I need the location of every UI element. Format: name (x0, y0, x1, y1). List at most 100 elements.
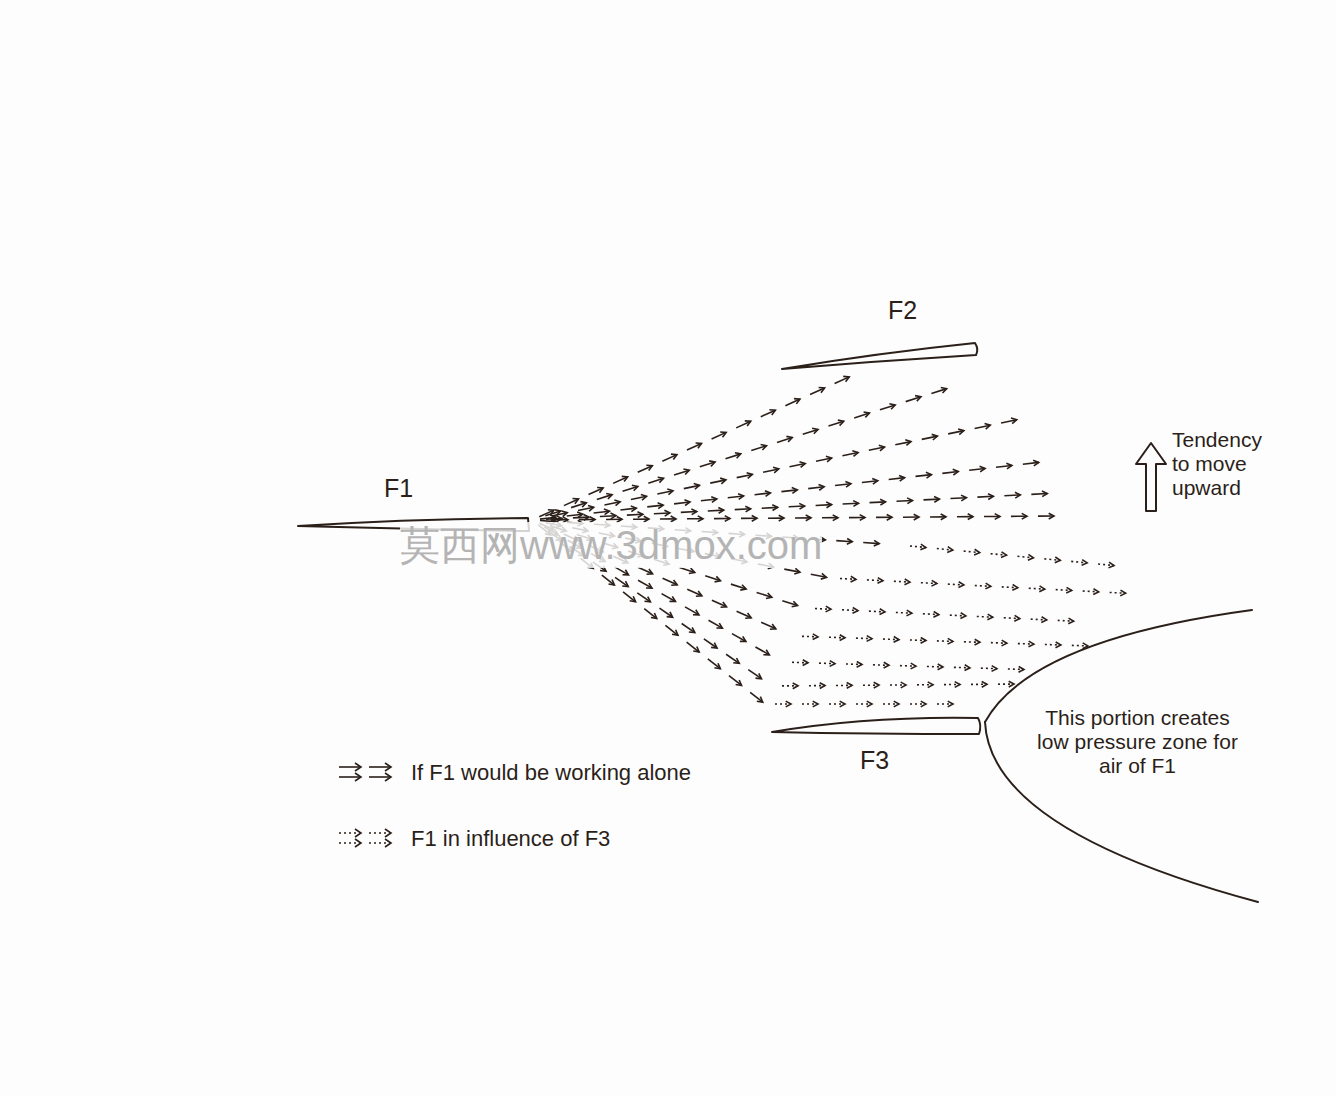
arrow-shaft (659, 608, 672, 617)
dotted-arrow (1008, 666, 1024, 672)
solid-arrow (735, 506, 751, 512)
arrow-head (745, 421, 751, 426)
solid-arrow (571, 502, 586, 508)
arrow-head (646, 583, 652, 588)
arrow-head (905, 440, 911, 446)
arrow-head (1068, 618, 1073, 624)
arrow-shaft (712, 432, 727, 439)
arrow-head (819, 485, 825, 491)
arrow-head (735, 453, 741, 458)
solid-arrow (790, 462, 806, 468)
solid-arrow (602, 575, 615, 585)
arrow-head (1066, 587, 1071, 593)
arrow-head (1120, 590, 1125, 596)
arrow-head (901, 682, 906, 688)
dotted-arrow (977, 614, 993, 620)
solid-arrow (597, 493, 612, 499)
dotted-arrow (1083, 589, 1099, 595)
swatch-arrow-head (385, 839, 391, 847)
solid-arrow (810, 388, 825, 395)
dotted-arrow (836, 683, 852, 689)
arrow-head (838, 420, 844, 425)
solid-arrow (714, 516, 730, 522)
solid-arrow (763, 467, 779, 473)
dotted-arrow (910, 701, 926, 707)
swatch-arrow (369, 766, 391, 768)
solid-arrow (889, 475, 905, 481)
dotted-arrow (867, 578, 883, 584)
arrow-shaft (613, 477, 628, 484)
solid-arrow (1038, 513, 1054, 519)
legend-text: If F1 would be working alone (411, 760, 691, 786)
arrow-shaft (810, 388, 825, 395)
arrow-head (672, 630, 678, 636)
blade-label: F3 (860, 746, 889, 775)
solid-arrow (663, 578, 678, 585)
solid-arrow (631, 495, 647, 501)
swatch-arrow-head (385, 763, 391, 771)
arrow-head (736, 680, 742, 686)
solid-arrow (589, 487, 604, 494)
swatch-arrow (339, 766, 361, 768)
arrow-shaft (662, 455, 677, 462)
solid-arrow (737, 473, 753, 479)
arrow-head (597, 487, 603, 492)
solid-arrow (931, 387, 946, 393)
solid-arrow (811, 573, 827, 579)
solid-arrow (916, 472, 932, 478)
arrow-shaft (729, 676, 742, 686)
arrow-head (1033, 460, 1039, 466)
dotted-arrow (869, 609, 885, 615)
solid-arrow (659, 608, 672, 617)
dotted-arrow (1110, 590, 1126, 596)
arrow-head (840, 635, 845, 641)
solid-arrow (757, 592, 772, 598)
solid-arrow (842, 451, 858, 457)
arrow-head (884, 662, 889, 668)
arrow-shaft (589, 488, 604, 495)
arrow-head (906, 610, 911, 616)
watermark: 莫西网www.3dmox.com (400, 522, 822, 568)
arrow-head (763, 650, 769, 655)
arrow-head (630, 596, 636, 602)
arrow-head (864, 412, 870, 417)
arrow-head (683, 469, 689, 474)
solid-arrow (762, 505, 778, 511)
arrow-head (980, 466, 986, 472)
arrow-head (562, 511, 568, 517)
solid-arrow (728, 494, 744, 500)
dotted-arrow (873, 662, 889, 668)
arrow-shaft (687, 444, 702, 451)
arrow-head (608, 580, 614, 586)
solid-arrow (816, 502, 832, 508)
solid-arrow (680, 568, 695, 574)
solid-arrow (681, 509, 697, 515)
solid-arrow (660, 516, 676, 522)
solid-arrow (1031, 491, 1047, 497)
swatch-arrow-head (355, 763, 361, 771)
solid-arrow (789, 503, 805, 509)
arrow-head (664, 510, 669, 516)
arrow-head (853, 607, 858, 613)
upward-arrow (1136, 443, 1166, 511)
dotted-arrow (1031, 617, 1047, 623)
solid-arrow (849, 515, 865, 521)
dotted-arrow (856, 636, 872, 642)
arrow-shaft (623, 592, 636, 602)
dotted-arrow (921, 580, 937, 586)
arrow-head (637, 512, 642, 518)
arrow-head (632, 485, 638, 490)
solid-arrow (687, 589, 702, 596)
arrow-head (644, 597, 650, 602)
blade-label: F2 (888, 296, 917, 325)
arrow-head (693, 610, 699, 615)
arrow-head (899, 475, 905, 481)
solid-arrow (870, 499, 886, 505)
arrow-shaft (663, 578, 678, 585)
arrow-head (1012, 585, 1017, 591)
solid-arrow (795, 515, 811, 521)
dotted-arrow (1017, 554, 1033, 560)
solid-arrow (600, 513, 616, 519)
swatch-arrow-head (385, 829, 391, 837)
